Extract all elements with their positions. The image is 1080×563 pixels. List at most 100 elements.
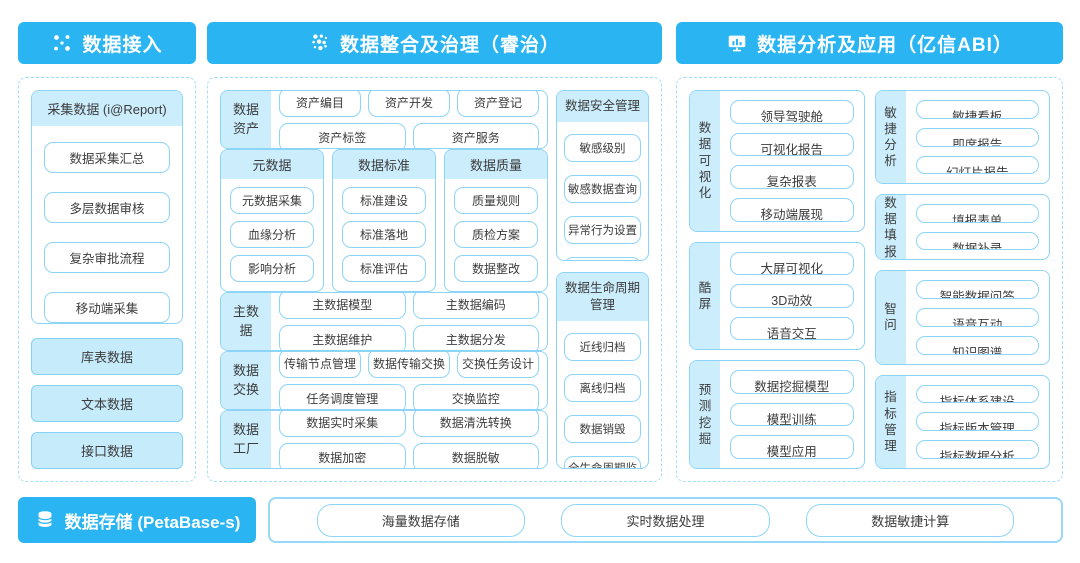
- section-body: 近线归档 离线归档 数据销毁 全生命周期监控: [557, 321, 648, 468]
- item-pill: 智能数据问答: [915, 280, 1039, 299]
- item-pill: 数据挖掘模型: [730, 370, 854, 394]
- item-pill: 影响分析: [230, 255, 314, 282]
- analysis-left-column: 数据可视化 领导驾驶舱 可视化报告 复杂报表 移动端展现 酷屏 大屏可视化 3D…: [689, 90, 865, 469]
- section-metadata: 元数据 元数据采集 血缘分析 影响分析: [220, 149, 324, 292]
- section-body: 敏感级别 敏感数据查询 异常行为设置 异常行为监控: [557, 122, 648, 260]
- section-label: 主数据: [221, 293, 271, 350]
- item-pill: 敏感数据查询: [564, 174, 641, 203]
- item-pill: 资产登记: [457, 91, 539, 117]
- item-pill: 近线归档: [564, 332, 641, 361]
- section-data-security: 数据安全管理 敏感级别 敏感数据查询 异常行为设置 异常行为监控: [556, 90, 649, 261]
- pill-row: 数据实时采集 数据清洗转换: [279, 411, 539, 437]
- item-pill: 全生命周期监控: [564, 455, 641, 468]
- item-pill: 血缘分析: [230, 221, 314, 248]
- section-cool-screen: 酷屏 大屏可视化 3D动效 语音交互: [689, 241, 865, 351]
- top-sections: 数据接入 采集数据 (i@Report) 数据采集汇总 多层数据审核 复杂审批流…: [18, 22, 1063, 482]
- section-agile-analysis: 敏捷分析 敏捷看板 即席报告 幻灯片报告: [874, 90, 1050, 185]
- pill-row: 任务调度管理 交换监控: [279, 383, 539, 409]
- panel-analysis: 数据可视化 领导驾驶舱 可视化报告 复杂报表 移动端展现 酷屏 大屏可视化 3D…: [676, 77, 1063, 482]
- network-dots-icon: [54, 35, 71, 51]
- item-pill: 离线归档: [564, 373, 641, 402]
- item-pill: 知识图谱: [915, 335, 1039, 355]
- item-pill: 指标版本管理: [915, 412, 1039, 432]
- pill-row: 主数据维护 主数据分发: [279, 324, 539, 350]
- item-pill: 语音交互: [730, 316, 854, 341]
- item-pill: 即席报告: [915, 127, 1039, 147]
- item-pill: 资产编目: [279, 91, 361, 117]
- item-pill: 标准落地: [342, 221, 426, 248]
- item-pill: 数据脱敏: [412, 442, 539, 468]
- section-label: 数据资产: [221, 91, 271, 148]
- section-master-data: 主数据 主数据模型 主数据编码 主数据维护 主数据分发: [220, 292, 548, 351]
- section-title: 数据质量: [445, 150, 547, 179]
- item-pill: 元数据采集: [230, 187, 314, 214]
- item-pill: 模型应用: [730, 435, 854, 459]
- collect-data-items: 数据采集汇总 多层数据审核 复杂审批流程 移动端采集: [32, 126, 182, 323]
- item-pill: 标准建设: [342, 187, 426, 214]
- header-data-storage: 数据存储 (PetaBase-s): [18, 497, 256, 543]
- source-bar: 文本数据: [31, 385, 183, 422]
- section-body: 数据实时采集 数据清洗转换 数据加密 数据脱敏: [271, 411, 547, 468]
- section-label: 数据填报: [875, 195, 906, 260]
- item-pill: 资产标签: [279, 122, 406, 148]
- item-pill: 可视化报告: [730, 132, 854, 157]
- section-indicator-management: 指标管理 指标体系建设 指标版本管理 指标数据分析: [874, 374, 1050, 469]
- item-pill: 任务调度管理: [279, 383, 406, 409]
- item-pill: 资产开发: [368, 91, 450, 117]
- header-governance: 数据整合及治理（睿治）: [207, 22, 662, 64]
- section-label: 酷屏: [690, 242, 720, 350]
- governance-side: 数据安全管理 敏感级别 敏感数据查询 异常行为设置 异常行为监控 数据生命周期管…: [556, 90, 649, 469]
- section-label: 数据交换: [221, 352, 271, 409]
- item-pill: 质量规则: [454, 187, 538, 214]
- column-governance: 数据整合及治理（睿治） 数据资产 资产编目 资产开发 资产登记: [207, 22, 662, 482]
- item-pill: 质检方案: [454, 221, 538, 248]
- database-icon: [37, 511, 52, 527]
- item-pill: 敏捷看板: [915, 100, 1039, 119]
- item-pill: 数据销毁: [564, 414, 641, 443]
- item-pill: 填报表单: [915, 204, 1039, 223]
- item-pill: 指标体系建设: [915, 384, 1039, 404]
- section-body: 数据挖掘模型 模型训练 模型应用: [720, 361, 864, 468]
- item-pill: 海量数据存储: [316, 503, 525, 537]
- item-pill: 3D动效: [730, 284, 854, 308]
- item-pill: 复杂审批流程: [44, 242, 170, 273]
- section-body: 指标体系建设 指标版本管理 指标数据分析: [906, 376, 1050, 468]
- trio-row: 元数据 元数据采集 血缘分析 影响分析 数据标准 标准建设 标准落地: [220, 149, 548, 292]
- section-body: 传输节点管理 数据传输交换 交换任务设计 任务调度管理 交换监控: [271, 352, 547, 409]
- section-data-quality: 数据质量 质量规则 质检方案 数据整改: [444, 149, 548, 292]
- item-pill: 主数据模型: [279, 293, 406, 319]
- section-body: 资产编目 资产开发 资产登记 资产标签 资产服务: [271, 91, 547, 148]
- section-data-exchange: 数据交换 传输节点管理 数据传输交换 交换任务设计 任务调度管理 交换监控: [220, 351, 548, 410]
- header-data-access-label: 数据接入: [82, 34, 163, 56]
- section-title: 数据标准: [333, 150, 435, 179]
- section-predictive-mining: 预测挖掘 数据挖掘模型 模型训练 模型应用: [689, 360, 865, 469]
- column-data-access: 数据接入 采集数据 (i@Report) 数据采集汇总 多层数据审核 复杂审批流…: [18, 22, 196, 482]
- item-pill: 异常行为设置: [564, 215, 641, 244]
- item-pill: 数据敏捷计算: [806, 503, 1015, 537]
- item-pill: 移动端采集: [44, 292, 170, 323]
- section-data-standard: 数据标准 标准建设 标准落地 标准评估: [332, 149, 436, 292]
- item-pill: 标准评估: [342, 255, 426, 282]
- collect-data-title: 采集数据 (i@Report): [32, 91, 182, 126]
- source-bar: 库表数据: [31, 338, 183, 375]
- dot-cluster-icon: [312, 34, 328, 51]
- section-body: 标准建设 标准落地 标准评估: [333, 179, 435, 291]
- item-pill: 数据清洗转换: [412, 411, 539, 437]
- item-pill: 数据采集汇总: [44, 142, 170, 173]
- section-title: 数据生命周期管理: [557, 272, 648, 321]
- section-label: 预测挖掘: [690, 361, 720, 468]
- item-pill: 数据传输交换: [368, 352, 450, 378]
- item-pill: 敏感级别: [564, 133, 641, 162]
- pill-row: 数据加密 数据脱敏: [279, 442, 539, 468]
- section-label: 数据可视化: [690, 91, 720, 231]
- header-data-access: 数据接入: [18, 22, 196, 64]
- governance-main: 数据资产 资产编目 资产开发 资产登记 资产标签 资产服务: [220, 90, 548, 469]
- item-pill: 复杂报表: [730, 165, 854, 190]
- pill-row: 资产标签 资产服务: [279, 122, 539, 148]
- item-pill: 资产服务: [412, 122, 539, 148]
- item-pill: 模型训练: [730, 402, 854, 427]
- header-analysis: 数据分析及应用（亿信ABI）: [676, 22, 1063, 64]
- data-source-bars: 库表数据 文本数据 接口数据: [31, 338, 183, 469]
- storage-row: 数据存储 (PetaBase-s) 海量数据存储 实时数据处理 数据敏捷计算: [18, 497, 1063, 543]
